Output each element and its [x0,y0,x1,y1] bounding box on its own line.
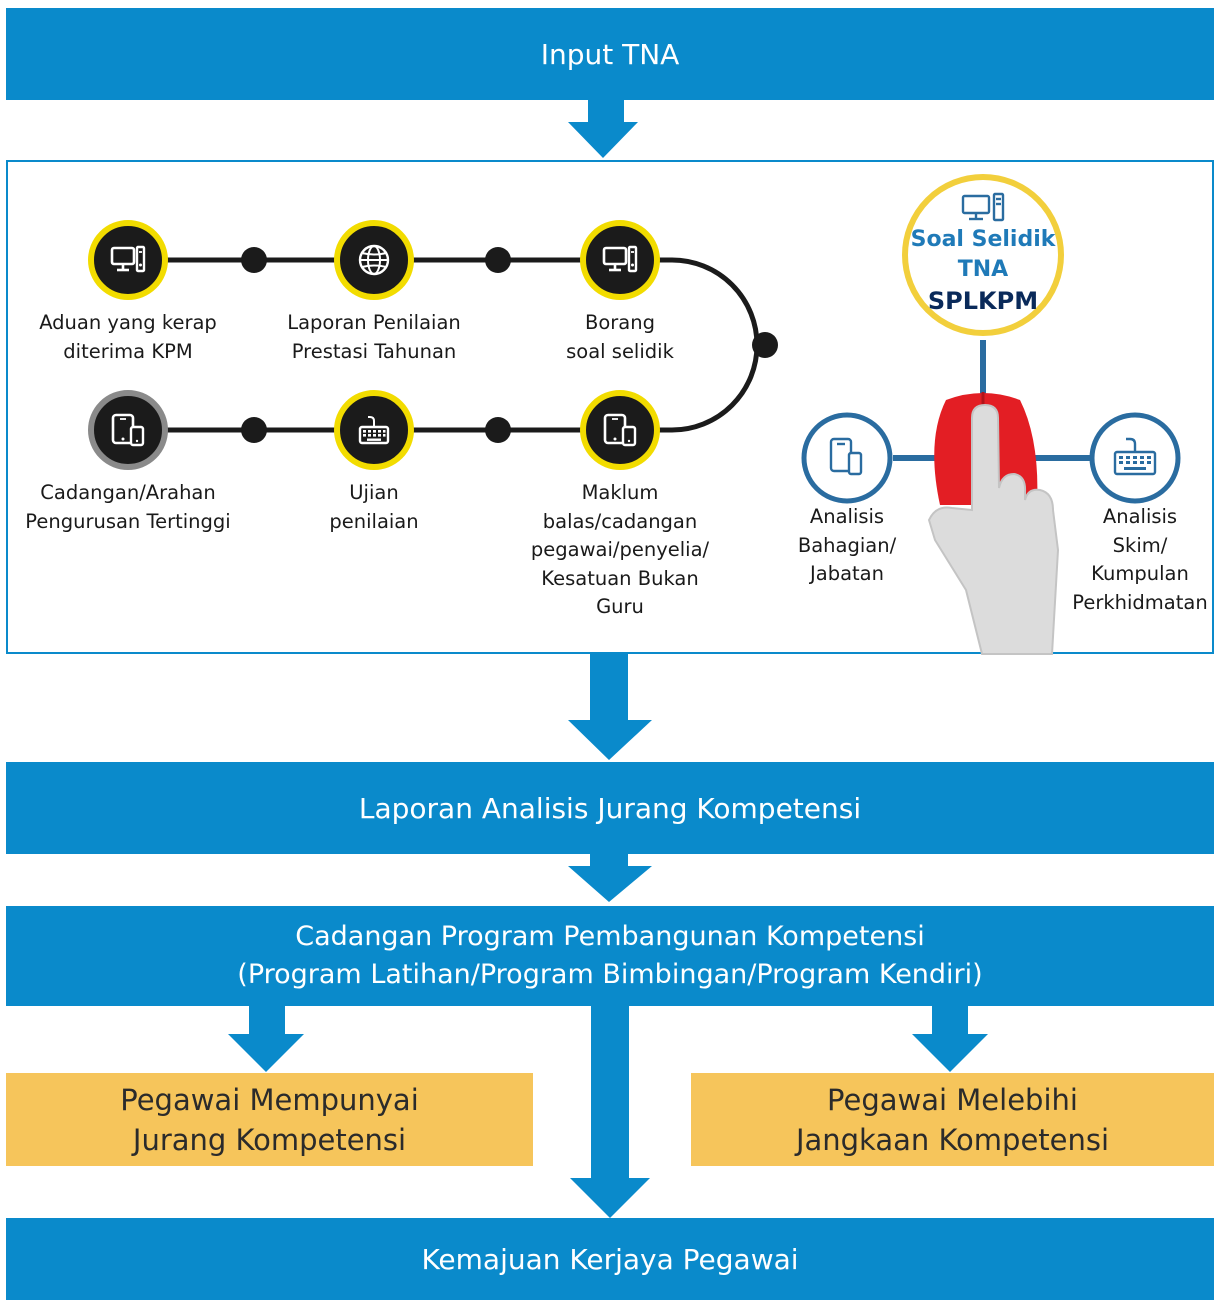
input-tna-label: Input TNA [540,37,680,71]
outcome-exceed-line1: Pegawai Melebihi [827,1082,1078,1117]
arrow-process-to-report [568,654,652,760]
outcome-exceed-line2: Jangkaan Kompetensi [795,1122,1110,1157]
survey-title-line3: SPLKPM [927,287,1039,315]
mouse-hand-illustration [927,392,1060,655]
arrow-program-to-career [570,1006,650,1218]
arrow-program-to-gap-box [228,1006,304,1072]
career-progress-bar: Kemajuan Kerjaya Pegawai [6,1218,1214,1300]
timeline-dot [241,247,267,273]
input-tna-bar: Input TNA [6,8,1214,100]
outcome-gap-line2: Jurang Kompetensi [132,1122,407,1157]
career-progress-label: Kemajuan Kerjaya Pegawai [421,1242,799,1276]
node-cadangan-arahan [88,390,168,470]
gap-report-bar: Laporan Analisis Jurang Kompetensi [6,762,1214,854]
node-borang [580,220,660,300]
analysis-department-node [801,412,893,504]
timeline-dot [241,417,267,443]
survey-title-line1: Soal Selidik [910,227,1056,252]
survey-computer-icon [961,192,1005,222]
node-ujian [334,390,414,470]
program-title: Cadangan Program Pembangunan Kompetensi [295,921,925,952]
timeline-dot [485,247,511,273]
gap-report-label: Laporan Analisis Jurang Kompetensi [358,791,862,825]
outcome-gap-line1: Pegawai Mempunyai [120,1082,419,1117]
analysis-scheme-node [1089,412,1181,504]
survey-title-line2: TNA [957,257,1009,282]
node-aduan [88,220,168,300]
arrow-input-to-process [568,100,638,158]
arrow-program-to-exceed-box [912,1006,988,1072]
program-bar: Cadangan Program Pembangunan Kompetensi … [6,906,1214,1006]
survey-circle [902,174,1064,336]
outcome-exceed-box: Pegawai Melebihi Jangkaan Kompetensi [691,1073,1214,1166]
outcome-gap-box: Pegawai Mempunyai Jurang Kompetensi [6,1073,533,1166]
node-maklum-balas [580,390,660,470]
timeline-dot [752,332,778,358]
arrow-report-to-program [568,854,652,902]
program-subtitle: (Program Latihan/Program Bimbingan/Progr… [237,959,983,990]
node-laporan-penilaian [334,220,414,300]
timeline-dot [485,417,511,443]
